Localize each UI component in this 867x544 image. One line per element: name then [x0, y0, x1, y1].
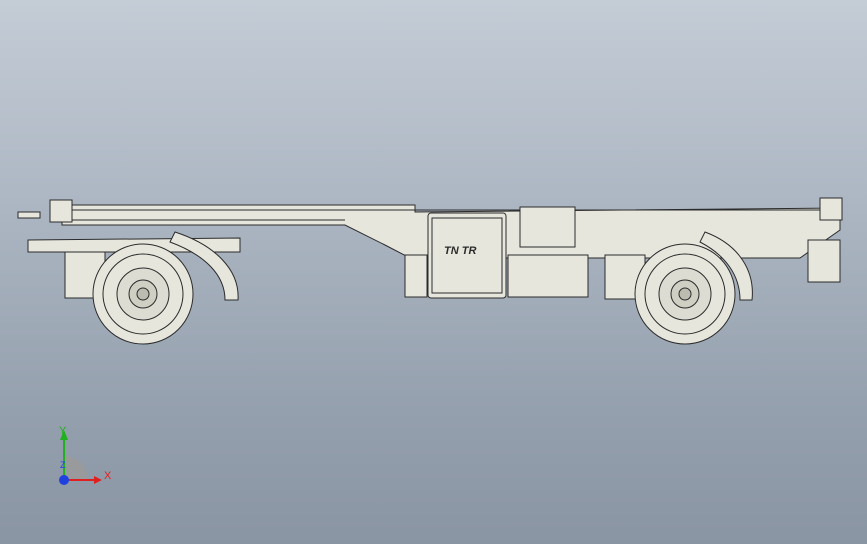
corner-lock-front	[49, 199, 73, 223]
corner-lock-rear	[819, 197, 843, 221]
x-axis-arrowhead	[94, 476, 102, 484]
tank-box-inner	[431, 217, 503, 294]
z-axis-dot	[59, 475, 69, 485]
front-fender	[169, 231, 239, 301]
rear-light-bracket	[807, 239, 841, 283]
front-coupling	[17, 211, 41, 219]
z-axis-label: Z	[60, 460, 66, 470]
mid-plate	[519, 206, 576, 248]
rear-fender	[699, 231, 753, 301]
mid-bracket-left	[404, 254, 428, 298]
triad-rotation-arc	[64, 456, 88, 480]
tank-box	[427, 212, 507, 299]
y-axis-label: Y	[59, 425, 67, 437]
y-axis-arrowhead	[60, 430, 68, 440]
rear-wheel	[634, 243, 736, 345]
mid-bracket-right	[507, 254, 589, 298]
tank-label: TN TR	[444, 245, 476, 257]
x-axis-label: X	[104, 470, 112, 482]
front-wheel	[92, 243, 194, 345]
